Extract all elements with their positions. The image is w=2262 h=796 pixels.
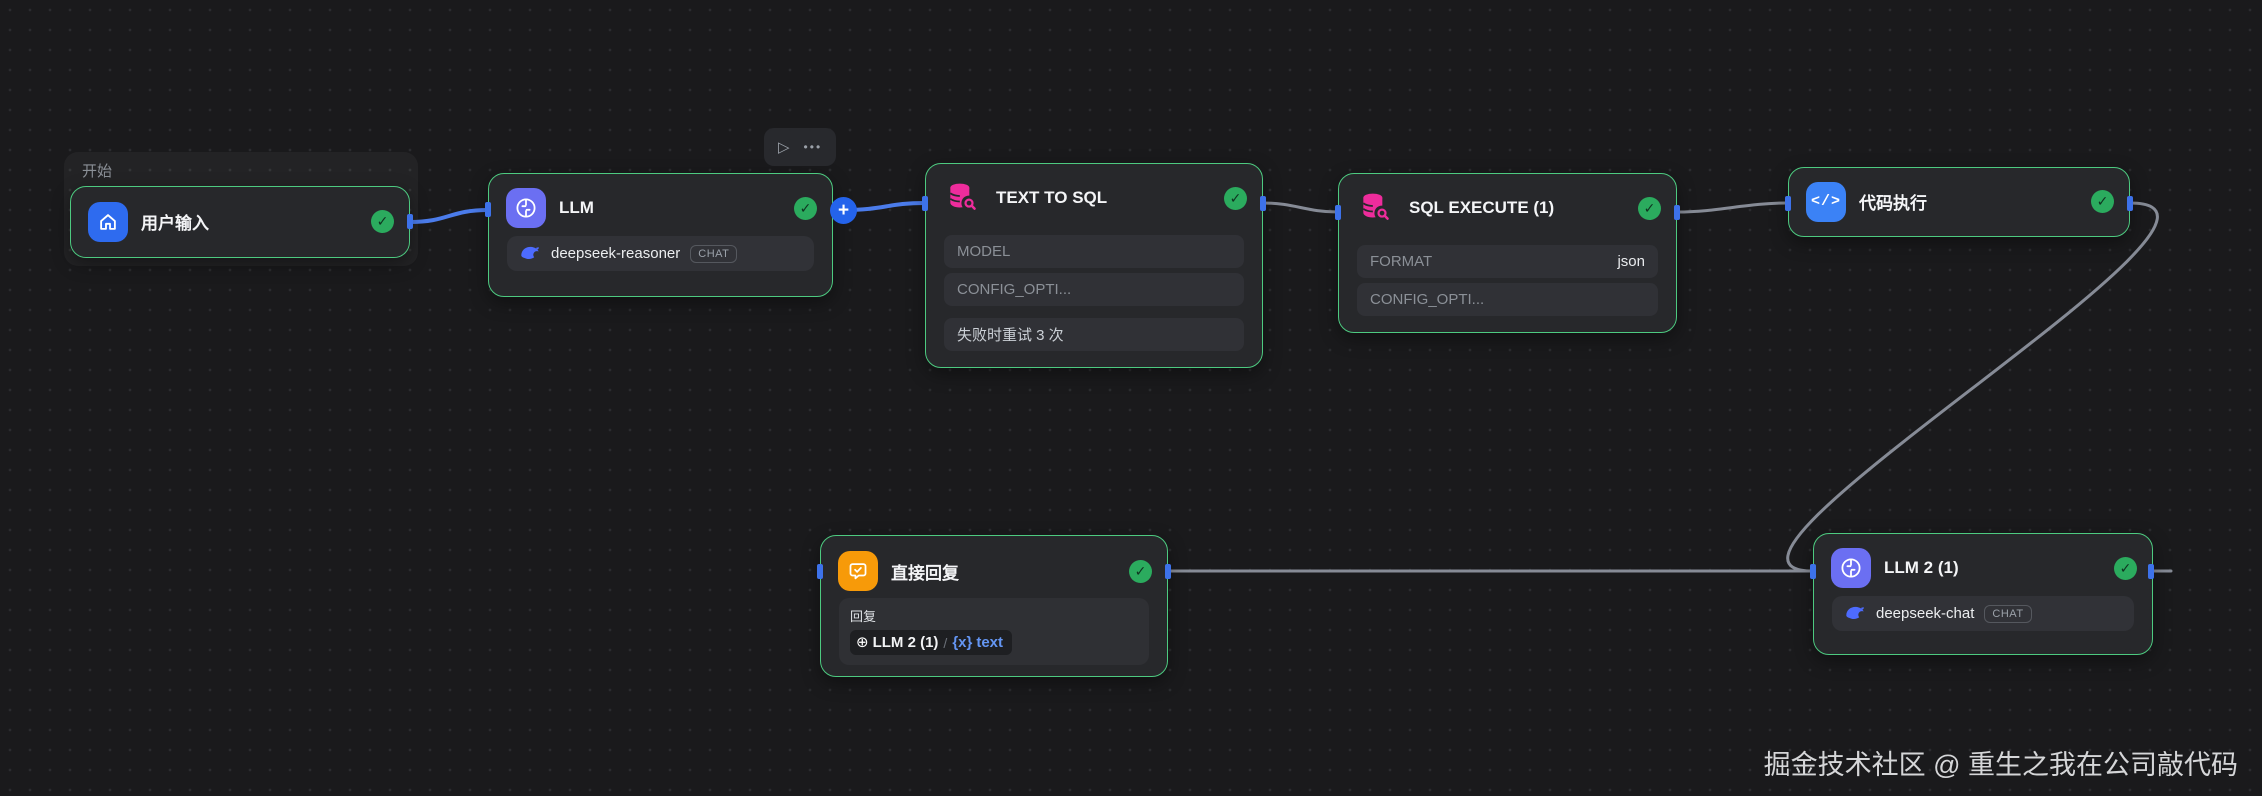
variable-chip[interactable]: ⊕ LLM 2 (1) / {x} text <box>850 630 1013 655</box>
output-port-text-to-sql[interactable] <box>1260 196 1266 211</box>
node-title: TEXT TO SQL <box>996 188 1108 207</box>
model-name: deepseek-chat <box>1876 605 1975 622</box>
success-check-icon: ✓ <box>2091 190 2114 213</box>
reply-panel: 回复 ⊕ LLM 2 (1) / {x} text <box>839 598 1149 665</box>
code-icon: </> <box>1806 181 1846 222</box>
output-port-sql-execute[interactable] <box>1674 205 1680 220</box>
input-port-llm2[interactable] <box>1810 564 1816 579</box>
reply-label: 回复 <box>850 609 877 624</box>
input-port-code-exec[interactable] <box>1785 196 1791 211</box>
output-port-code-exec[interactable] <box>2127 196 2133 211</box>
node-title: 直接回复 <box>891 563 959 583</box>
node-sql-execute[interactable]: SQL EXECUTE (1) ✓ FORMAT json CONFIG_OPT… <box>1338 173 1677 333</box>
node-text-to-sql[interactable]: TEXT TO SQL ✓ MODEL CONFIG_OPTI... 失败时重试… <box>925 163 1263 368</box>
node-title: 代码执行 <box>1859 194 1927 213</box>
database-search-icon <box>943 178 983 218</box>
field-config-options[interactable]: CONFIG_OPTI... <box>944 273 1244 306</box>
node-title: LLM 2 (1) <box>1884 558 1959 577</box>
chat-badge: CHAT <box>690 244 738 263</box>
node-user-input[interactable]: 用户输入 ✓ <box>70 186 410 258</box>
field-model[interactable]: MODEL <box>944 235 1244 268</box>
success-check-icon: ✓ <box>371 210 394 233</box>
input-port-text-to-sql[interactable] <box>922 196 928 211</box>
field-format[interactable]: FORMAT json <box>1357 245 1658 278</box>
input-port-sql-execute[interactable] <box>1335 205 1341 220</box>
llm-node-icon: ⊕ <box>856 634 869 651</box>
model-selector[interactable]: deepseek-chat CHAT <box>1832 596 2134 631</box>
node-direct-reply[interactable]: 直接回复 ✓ 回复 ⊕ LLM 2 (1) / {x} text <box>820 535 1168 677</box>
output-port-llm2[interactable] <box>2148 564 2154 579</box>
node-title: SQL EXECUTE (1) <box>1409 198 1555 217</box>
chat-badge: CHAT <box>1984 604 2032 623</box>
variable-braces-icon: {x} <box>952 634 973 651</box>
run-node-button[interactable]: ▷ <box>778 139 790 156</box>
deepseek-logo-icon <box>519 243 541 265</box>
edge-userinput-llm[interactable] <box>408 208 490 224</box>
variable-node-name: LLM 2 (1) <box>872 634 939 651</box>
node-llm[interactable]: LLM ✓ deepseek-reasoner CHAT <box>488 173 833 297</box>
more-options-button[interactable]: ••• <box>803 140 823 154</box>
output-port-direct-reply[interactable] <box>1165 564 1171 579</box>
field-config-options[interactable]: CONFIG_OPTI... <box>1357 283 1658 316</box>
node-llm2[interactable]: LLM 2 (1) ✓ deepseek-chat CHAT <box>1813 533 2153 655</box>
edge-texttosql-sqlexecute[interactable] <box>1261 201 1340 214</box>
llm-icon <box>1831 548 1871 588</box>
deepseek-logo-icon <box>1844 603 1866 625</box>
model-selector[interactable]: deepseek-reasoner CHAT <box>507 236 814 271</box>
output-port-user-input[interactable] <box>407 214 413 229</box>
llm-icon <box>506 188 546 228</box>
retry-setting[interactable]: 失败时重试 3 次 <box>944 318 1244 351</box>
reply-bubble-icon <box>838 551 878 591</box>
node-code-exec[interactable]: </> 代码执行 ✓ <box>1788 167 2130 237</box>
add-node-button[interactable]: + <box>830 197 857 224</box>
home-icon <box>88 201 128 242</box>
input-port-llm[interactable] <box>485 202 491 217</box>
success-check-icon: ✓ <box>1129 559 1152 583</box>
node-title: 用户输入 <box>141 214 209 233</box>
variable-field-name: text <box>976 634 1004 651</box>
edge-codeexec-llm2[interactable] <box>1786 201 2159 573</box>
start-group-label: 开始 <box>82 163 113 180</box>
success-check-icon: ✓ <box>794 196 817 220</box>
format-value: json <box>1617 253 1645 270</box>
model-name: deepseek-reasoner <box>551 245 681 262</box>
variable-separator: / <box>943 634 948 651</box>
success-check-icon: ✓ <box>2114 556 2137 580</box>
input-port-direct-reply[interactable] <box>817 564 823 579</box>
success-check-icon: ✓ <box>1224 186 1247 210</box>
node-title: LLM <box>559 198 594 217</box>
database-search-icon <box>1356 188 1396 228</box>
node-toolbar: ▷ ••• <box>764 128 837 166</box>
success-check-icon: ✓ <box>1638 196 1661 220</box>
watermark-text: 掘金技术社区 @ 重生之我在公司敲代码 <box>1763 750 2238 780</box>
edge-sqlexecute-codeexec[interactable] <box>1675 201 1790 214</box>
